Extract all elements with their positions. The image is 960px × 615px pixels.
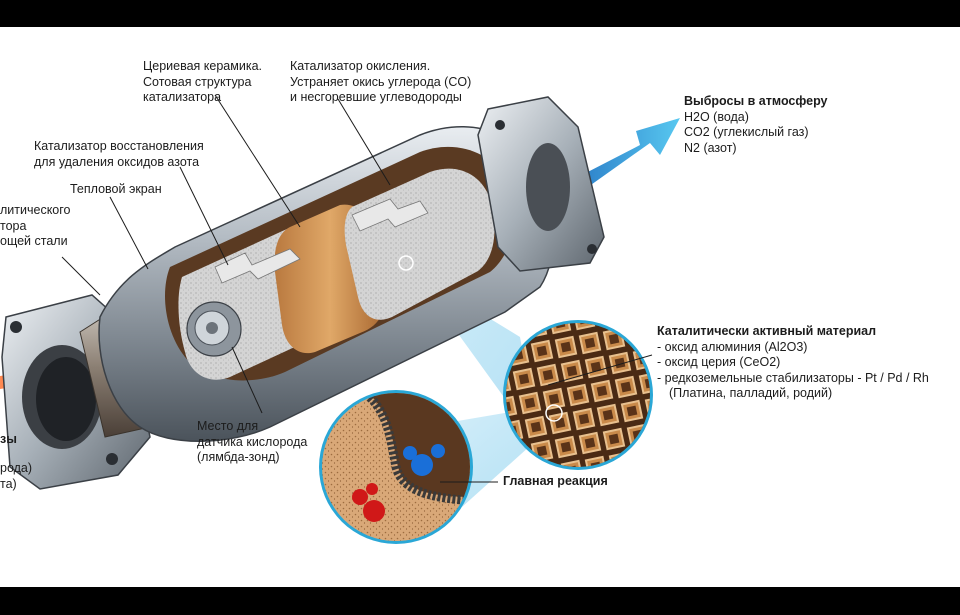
honeycomb-cell-hole [597,286,608,297]
honeycomb-cell [676,417,696,437]
honeycomb-cell-hole [525,398,536,409]
honeycomb-cell [592,281,612,301]
honeycomb-cell-hole [687,446,698,457]
label-reduction: Катализатор восстановления для удаления … [34,139,204,170]
honeycomb-cell [622,301,642,321]
honeycomb-cell-hole [537,446,548,457]
honeycomb-cell [688,465,708,485]
honeycomb-cell-hole [525,498,536,509]
honeycomb-cell-hole [645,278,656,289]
honeycomb-cell-hole [549,294,560,305]
honeycomb-cell [616,477,636,497]
honeycomb-cell-hole [693,470,704,481]
label-oxidation: Катализатор окисления. Устраняет окись у… [290,59,471,106]
honeycomb-cell-hole [663,450,674,461]
honeycomb-cell-hole [633,330,644,341]
honeycomb-cell [466,377,486,397]
honeycomb-cell [640,273,660,293]
leader-heat-shield [110,197,148,269]
label-sensor: Место для датчика кислорода (лямбда-зонд… [197,419,307,466]
honeycomb-cell-hole [609,434,620,445]
honeycomb-cell-hole [531,422,542,433]
honeycomb-cell [616,277,636,297]
honeycomb-cell-hole [621,282,632,293]
honeycomb-cell-hole [585,438,596,449]
honeycomb-cell-hole [645,478,656,489]
honeycomb-cell-hole [621,482,632,493]
honeycomb-cell-hole [543,370,554,381]
honeycomb-cell-hole [561,342,572,353]
honeycomb-cell-hole [681,422,692,433]
outflow-arrow [578,118,680,187]
honeycomb-cell-hole [651,302,662,313]
honeycomb-cell-hole [585,338,596,349]
micro-reaction-inset [319,387,480,547]
diagram-canvas: Цериевая керамика. Сотовая структура кат… [0,27,960,587]
honeycomb-cell-hole [519,374,530,385]
honeycomb-cell-hole [573,290,584,301]
honeycomb-cell-hole [597,386,608,397]
honeycomb-cell-hole [537,346,548,357]
honeycomb-cell-hole [603,310,614,321]
label-left-bottom-cut-detail: рода) та) [0,461,32,492]
honeycomb-cell [634,449,654,469]
honeycomb-cell-hole [627,306,638,317]
honeycomb-cell [658,445,678,465]
honeycomb-cell-hole [639,454,650,465]
honeycomb-cell-hole [567,366,578,377]
honeycomb-cell-hole [573,490,584,501]
honeycomb-cell-hole [609,334,620,345]
outlet-flange [478,97,604,271]
honeycomb-cell-hole [621,382,632,393]
honeycomb-cell [574,309,594,329]
honeycomb-cell-hole [561,442,572,453]
honeycomb-cell [568,285,588,305]
honeycomb-cell-hole [471,382,482,393]
leader-left-cut [62,257,100,295]
honeycomb-cell-hole [465,358,476,369]
honeycomb-cell [544,489,564,509]
honeycomb-cell [544,289,564,309]
honeycomb-cell [682,441,702,461]
label-emissions: Выбросы в атмосферу H2O (вода) CO2 (угле… [684,94,828,156]
honeycomb-cell-hole [669,474,680,485]
label-left-cut: литического тора ощей стали [0,203,71,250]
honeycomb-cell [664,469,684,489]
honeycomb-cell-hole [477,406,488,417]
honeycomb-cell-hole [627,406,638,417]
label-main-reaction: Главная реакция [503,474,608,490]
leader-ceria [215,95,300,227]
honeycomb-cell [598,305,618,325]
honeycomb-cell [646,297,666,317]
honeycomb-cell-hole [549,394,560,405]
label-left-bottom-cut: зы [0,432,17,448]
honeycomb-cell [520,493,540,513]
honeycomb-cell-hole [603,410,614,421]
label-ceria: Цериевая керамика. Сотовая структура кат… [143,59,262,106]
honeycomb-cell-hole [657,426,668,437]
honeycomb-cell-hole [501,502,512,513]
honeycomb-cell-hole [573,390,584,401]
label-heat-shield: Тепловой экран [70,182,162,198]
honeycomb-cell-hole [579,414,590,425]
honeycomb-cell [496,497,516,517]
honeycomb-cell [640,473,660,493]
label-active-material: Каталитически активный материал - оксид … [657,324,929,402]
honeycomb-cell [652,421,672,441]
honeycomb-cell-hole [525,298,536,309]
honeycomb-cell-hole [549,494,560,505]
